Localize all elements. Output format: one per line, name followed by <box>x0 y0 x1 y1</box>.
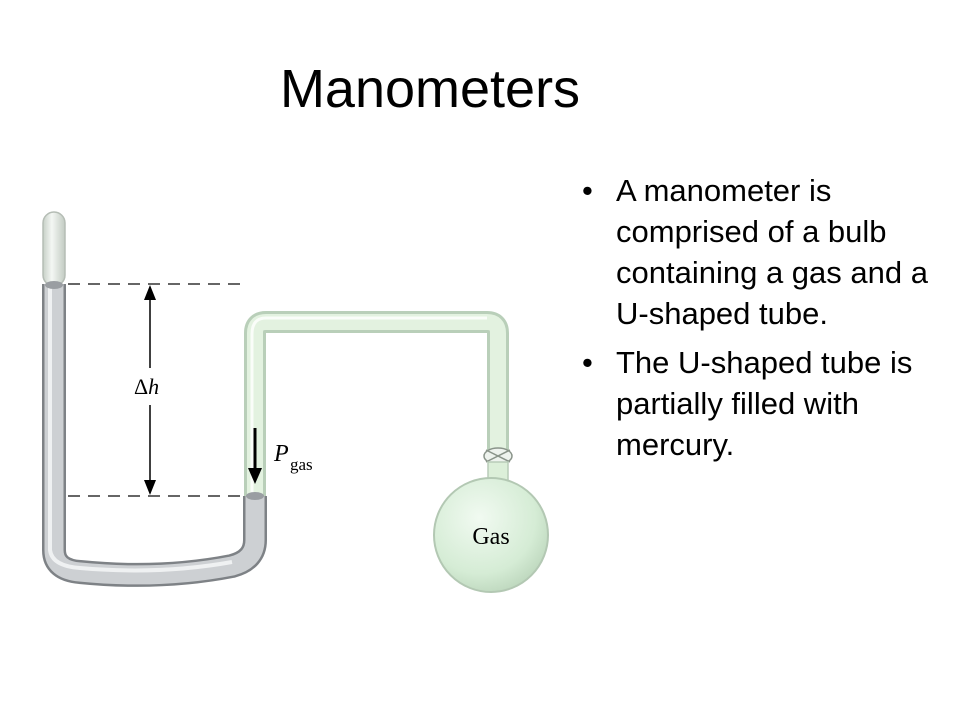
p-gas-label: P <box>273 441 289 467</box>
gas-bulb-label: Gas <box>472 524 509 550</box>
arrow-up-icon <box>144 285 156 300</box>
bullet-text: A manometer is comprised of a bulb conta… <box>616 173 928 331</box>
mercury-u-tube-shine <box>48 284 233 573</box>
open-arm-glass <box>42 211 66 287</box>
gas-tube <box>247 314 506 500</box>
bullet-dot-icon: • <box>582 173 593 208</box>
slide-title: Manometers <box>279 59 581 119</box>
mercury-u-tube <box>44 284 265 585</box>
p-gas-subscript: gas <box>290 455 313 474</box>
bullet-item: • The U-shaped tube is partially filled w… <box>576 342 946 465</box>
gas-bulb <box>433 477 549 593</box>
gas-tube-highlight <box>250 316 487 500</box>
delta-h-label: Δh <box>134 374 159 399</box>
bullet-item: • A manometer is comprised of a bulb cont… <box>576 170 946 334</box>
valve-handle-2 <box>485 449 511 463</box>
bullet-text: The U-shaped tube is partially filled wi… <box>616 345 913 462</box>
bullet-list: • A manometer is comprised of a bulb cont… <box>576 170 946 473</box>
p-gas-arrow-down-icon <box>248 468 262 484</box>
mercury-meniscus-gas <box>246 492 264 500</box>
mercury-meniscus-open <box>45 281 63 289</box>
arrow-down-icon <box>144 480 156 495</box>
bullet-dot-icon: • <box>582 345 593 380</box>
mercury-u-tube-outline <box>42 284 267 587</box>
